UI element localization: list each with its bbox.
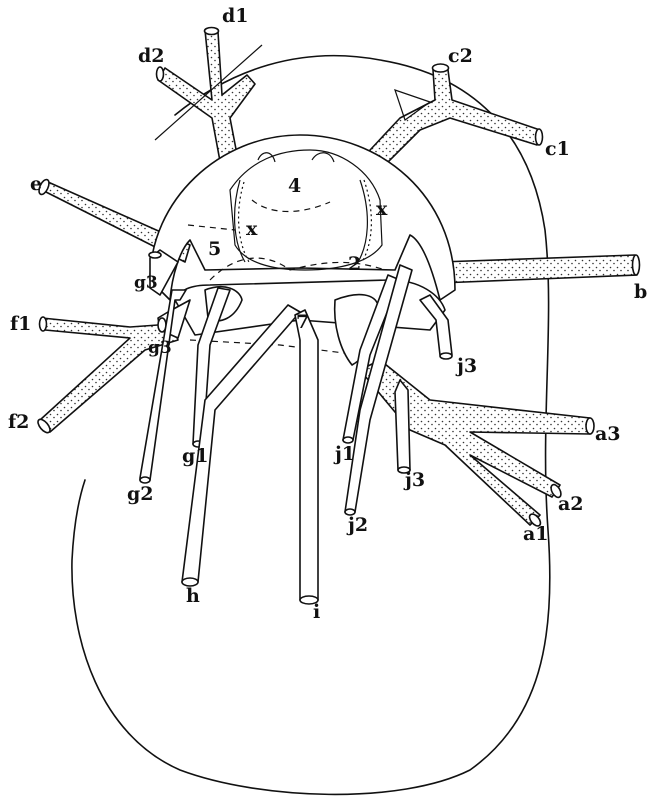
vessel-j3-upper-end	[440, 353, 452, 359]
label-g3-lower: g3	[148, 338, 172, 358]
vessel-b-end	[633, 255, 640, 275]
vessel-b	[440, 255, 637, 283]
vessel-c1-end	[536, 129, 543, 145]
vessel-i	[295, 310, 318, 600]
label-2: 2	[348, 253, 361, 275]
label-j3-lower: j3	[403, 469, 425, 491]
vessel-a	[360, 360, 590, 525]
label-g2: g2	[127, 483, 154, 505]
label-b: b	[634, 281, 647, 303]
label-i: i	[313, 601, 320, 623]
label-a1: a1	[523, 523, 549, 545]
vessel-a3-end	[586, 418, 594, 434]
dashed-band	[190, 340, 360, 355]
label-7: 7	[296, 311, 309, 333]
label-g3-upper: g3	[134, 273, 158, 293]
label-c2: c2	[448, 45, 473, 67]
label-d2: d2	[138, 45, 165, 67]
label-d1: d1	[222, 5, 249, 27]
label-4: 4	[288, 175, 301, 197]
label-g1: g1	[182, 445, 209, 467]
vessel-c2-end	[433, 64, 449, 72]
label-j2: j2	[346, 514, 368, 536]
label-f1: f1	[10, 313, 31, 335]
vessel-d1-end	[205, 28, 219, 35]
vessel-d2-end	[157, 67, 164, 81]
label-j3-upper: j3	[455, 355, 477, 377]
label-h: h	[186, 585, 200, 607]
label-f2: f2	[8, 411, 29, 433]
vessel-f1-end	[40, 317, 47, 331]
label-a3: a3	[595, 423, 621, 445]
label-x-right: x	[376, 198, 388, 220]
vessel-j3-lower	[395, 380, 410, 470]
label-j1: j1	[333, 443, 355, 465]
label-5: 5	[208, 238, 221, 260]
label-x-left: x	[246, 218, 258, 240]
vessel-g3-upper-end	[149, 252, 161, 258]
label-e: e	[30, 173, 42, 195]
label-c1: c1	[545, 138, 570, 160]
label-a2: a2	[558, 493, 584, 515]
